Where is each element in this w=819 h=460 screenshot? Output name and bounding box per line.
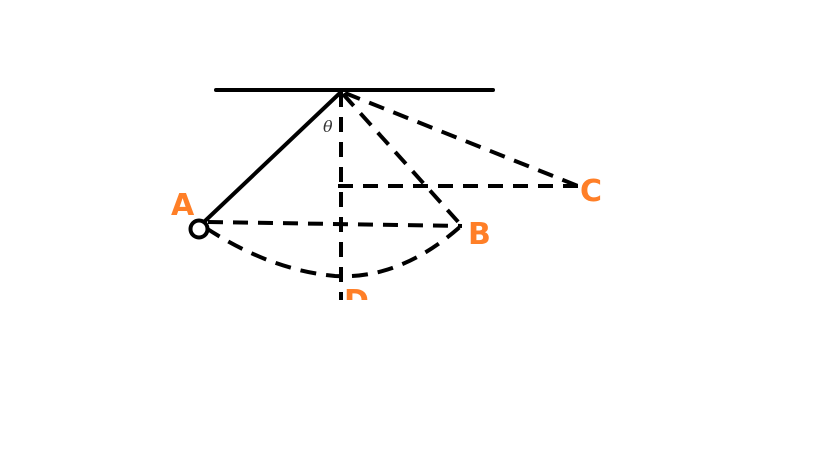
swing-arc [204,224,463,279]
label-b: B [468,217,491,252]
label-d-clip: D [344,284,369,319]
pendulum-bob [188,218,210,240]
label-a: A [171,188,195,223]
horizontal-line-ab [207,220,463,228]
string-to-c [344,91,579,188]
label-c: C [580,174,602,209]
label-d: D [344,284,369,319]
angle-label: θ [323,117,333,136]
pendulum-string [203,90,343,223]
string-to-b [341,92,463,227]
